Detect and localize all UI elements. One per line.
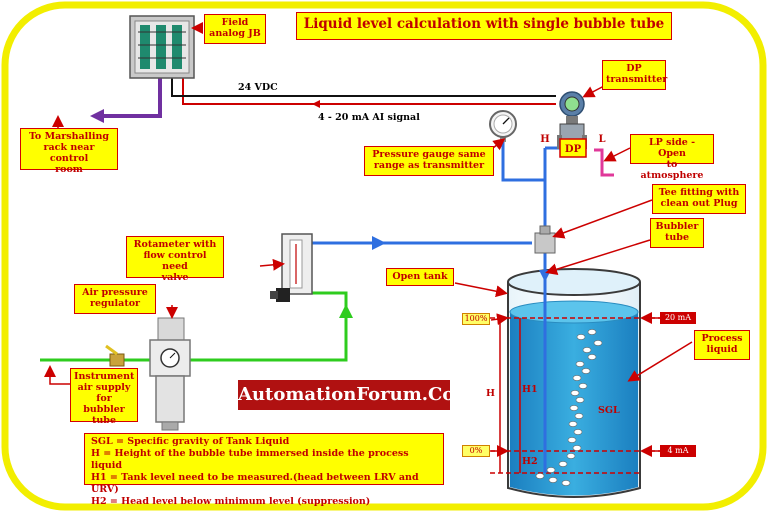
label-instrument-air: Instrument air supply for bubbler tube — [70, 368, 138, 426]
label-dp-transmitter: DP transmitter — [602, 60, 667, 90]
label-rotameter: Rotameter with flow control need valve — [126, 236, 224, 283]
sgl-label: SGL — [598, 405, 620, 416]
signal-line — [182, 78, 556, 105]
liquid-surface — [509, 300, 639, 324]
label-pressure-gauge: Pressure gauge same range as transmitter — [364, 146, 494, 176]
air-arrow — [339, 304, 353, 318]
open-tank — [507, 268, 641, 498]
process-liquid-body — [510, 312, 638, 496]
inlet-valve — [105, 344, 125, 367]
legend-line: H2 = Head level below minimum level (sup… — [91, 496, 371, 507]
tag-4-ma: 4 mA — [660, 445, 696, 457]
air-regulator — [149, 317, 191, 431]
marshalling-line — [100, 78, 162, 118]
field-jb — [129, 15, 195, 79]
label-open-tank: Open tank — [386, 268, 454, 286]
dp-high-side: H — [540, 134, 549, 145]
signal-arrow — [312, 100, 320, 108]
bubbler-line — [312, 140, 565, 473]
label-process-liquid: Process liquid — [694, 330, 750, 360]
label-bubbler-tube: Bubbler tube — [650, 218, 704, 248]
tank-rim — [507, 268, 641, 296]
label-marshalling: To Marshalling rack near control room — [20, 128, 118, 175]
ai-signal-label: 4 - 20 mA AI signal — [318, 112, 420, 123]
bubbles — [535, 329, 603, 486]
marshalling-arrow — [90, 109, 104, 123]
brand-banner: AutomationForum.Co — [238, 380, 454, 410]
tag-0-percent: 0% — [462, 445, 490, 457]
flow-arrow — [372, 236, 386, 250]
rotameter — [270, 233, 313, 302]
legend-box: SGL = Specific gravity of Tank Liquid H … — [84, 433, 444, 507]
vdc-label: 24 VDC — [238, 82, 278, 93]
label-field-jb: Field analog JB — [204, 14, 266, 44]
tag-20-ma: 20 mA — [660, 312, 696, 324]
dim-h-label: H — [486, 388, 495, 399]
tee-fitting — [534, 225, 556, 254]
dp-box — [559, 138, 587, 158]
label-lp-side: LP side - Open to atmosphere — [630, 134, 714, 181]
legend-line: SGL = Specific gravity of Tank Liquid — [91, 436, 290, 447]
page-title: Liquid level calculation with single bub… — [296, 12, 672, 40]
dp-box-text: DP — [565, 144, 582, 155]
legend-line: H1 = Tank level need to be measured.(hea… — [91, 472, 419, 495]
label-air-regulator: Air pressure regulator — [74, 284, 156, 314]
dim-h1-label: H1 — [522, 384, 538, 395]
dim-h2-label: H2 — [522, 456, 538, 467]
label-tee-fitting: Tee fitting with clean out Plug — [652, 184, 746, 214]
tag-100-percent: 100% — [462, 313, 490, 325]
lp-side-line — [594, 148, 614, 177]
dp-low-side: L — [598, 134, 605, 145]
power-line — [171, 78, 556, 97]
callout-leaders — [44, 22, 693, 457]
pressure-gauge — [489, 110, 517, 142]
legend-line: H = Height of the bubble tube immersed i… — [91, 448, 409, 471]
